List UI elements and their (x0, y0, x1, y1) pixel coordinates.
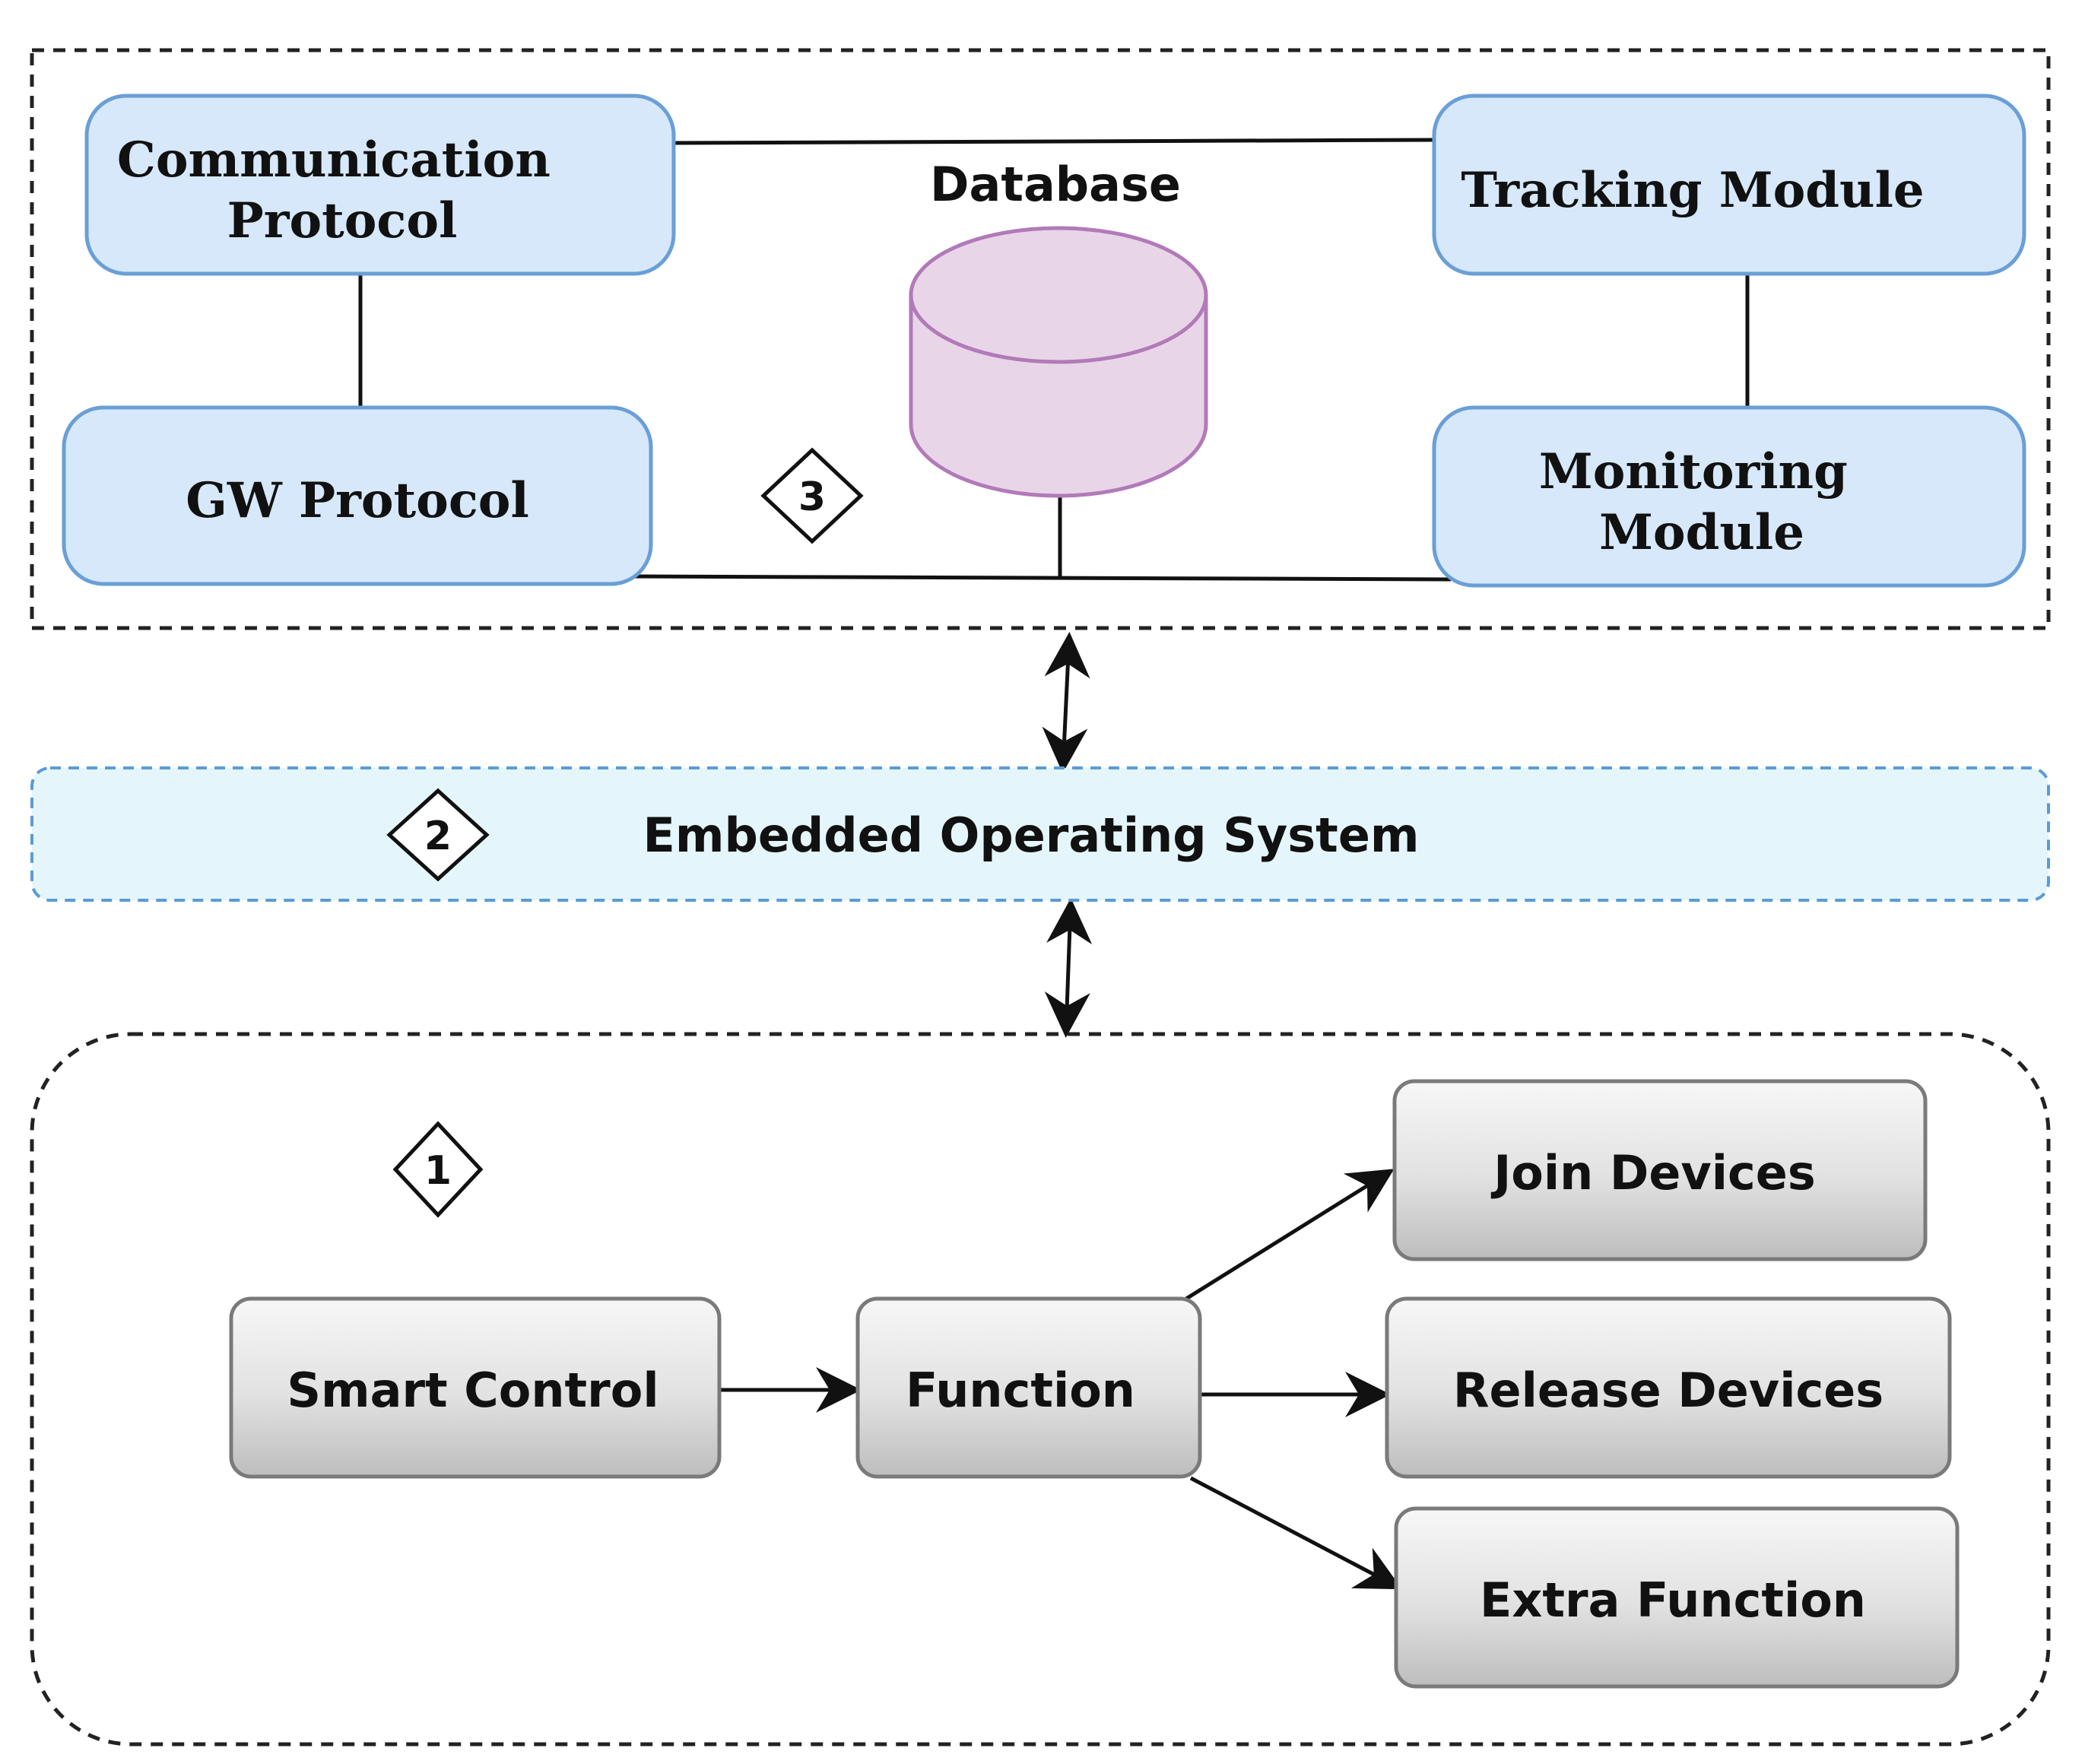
extra-function-box (1394, 1506, 1960, 1689)
function-label: Function (906, 1363, 1135, 1418)
arrow-os-layer1 (1044, 898, 1093, 1038)
badge-2-number: 2 (424, 814, 452, 859)
communication-protocol-label: Communication Protocol (117, 132, 567, 249)
join-devices-box (1392, 1079, 1928, 1261)
gw-protocol-label: GW Protocol (186, 472, 529, 529)
layer-1-group: 1 Smart Control Function Join Devices Re… (30, 1032, 2051, 1747)
function-box (855, 1296, 1202, 1479)
connector-gw-to-monitoring (630, 574, 1452, 582)
arrow-function-to-extra (1189, 1476, 1402, 1590)
smart-control-label: Smart Control (287, 1363, 659, 1418)
layer-3-group: Communication Protocol GW Protocol 3 Dat… (30, 48, 2051, 630)
release-devices-label: Release Devices (1453, 1363, 1883, 1418)
layer-arrows (1042, 632, 1093, 1038)
badge-1: 1 (392, 1121, 484, 1218)
badge-2-diamond (386, 788, 490, 882)
embedded-os-band (30, 766, 2050, 902)
monitoring-module-label: Monitoring Module (1539, 443, 1864, 561)
badge-3: 3 (760, 447, 864, 544)
database-cylinder-icon (909, 226, 1208, 498)
database-title: Database (930, 157, 1181, 212)
connector-comm-to-tracking (673, 138, 1435, 145)
badge-3-number: 3 (798, 474, 826, 520)
badge-3-diamond (760, 447, 864, 544)
badge-1-number: 1 (424, 1148, 452, 1194)
release-devices-box (1385, 1296, 1952, 1479)
tracking-module-box (1432, 94, 2026, 276)
monitoring-module-box (1432, 405, 2026, 588)
extra-function-label: Extra Function (1480, 1572, 1866, 1628)
badge-2: 2 (386, 788, 490, 882)
gw-protocol-box (62, 405, 653, 586)
layer-3-dashed-border (30, 48, 2051, 630)
smart-control-box (229, 1296, 722, 1479)
arrow-function-to-join (1185, 1169, 1395, 1301)
layer-2-group: 2 Embedded Operating System (30, 766, 2050, 902)
embedded-os-label: Embedded Operating System (643, 807, 1420, 863)
join-devices-label: Join Devices (1490, 1145, 1816, 1201)
communication-protocol-box (84, 94, 676, 276)
arrow-layer3-os (1042, 632, 1090, 773)
tracking-module-label: Tracking Module (1461, 162, 1924, 219)
badge-1-diamond (392, 1121, 484, 1218)
